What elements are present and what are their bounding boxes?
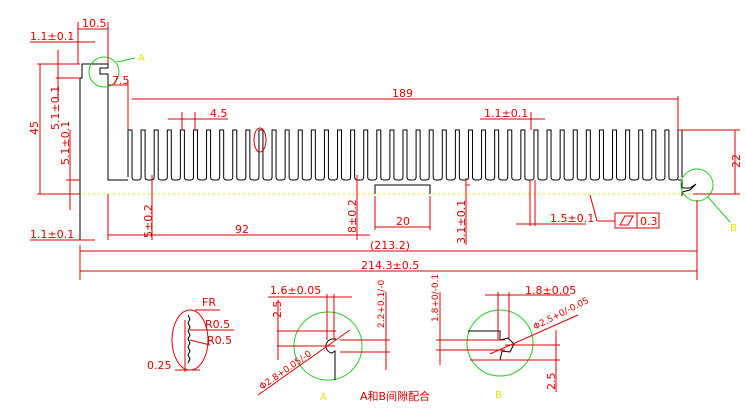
callout-a-label: A bbox=[138, 53, 145, 64]
dim-1-1-bottom: 1.1±0.1 bbox=[30, 228, 74, 241]
heatsink-profile bbox=[78, 63, 697, 240]
detail-b-label: B bbox=[495, 390, 502, 401]
fin-detail-ellipse bbox=[253, 127, 267, 153]
r05a-label: R0.5 bbox=[205, 318, 230, 331]
detail-b-circle bbox=[680, 168, 714, 202]
detail-a-label: A bbox=[320, 392, 327, 403]
dim-213-2: (213.2) bbox=[370, 239, 410, 252]
dim-20: 20 bbox=[396, 215, 410, 228]
dim-3-1: 3.1±0.1 bbox=[455, 200, 468, 244]
detail-a-width: 1.6±0.05 bbox=[270, 284, 321, 297]
dim-5-1-a: 5.1±0.1 bbox=[49, 86, 62, 130]
detail-b-width: 1.8±0.05 bbox=[525, 284, 576, 297]
dim-5-0-2: 5±0.2 bbox=[142, 204, 155, 238]
callout-b-label: B bbox=[730, 223, 737, 234]
detail-b-h25: 2.5 bbox=[545, 373, 558, 391]
fit-note: A和B间隙配合 bbox=[360, 389, 430, 403]
dim-22: 22 bbox=[730, 154, 743, 168]
detail-a-dia: Φ2.8+0.05/-0 bbox=[258, 349, 314, 392]
dim-5-1-b: 5.1±0.1 bbox=[59, 121, 72, 165]
flatness-value: 0.3 bbox=[640, 215, 658, 228]
dim-92: 92 bbox=[235, 223, 249, 236]
dim-45: 45 bbox=[28, 121, 41, 135]
base-slot bbox=[374, 184, 431, 194]
fr-label: FR bbox=[202, 296, 216, 309]
fin-radius-detail: FR R0.5 R0.5 0.25 bbox=[147, 296, 234, 372]
dim-1-1-top: 1.1±0.1 bbox=[30, 30, 74, 43]
detail-b: 1.8±0.05 1.8+0/-0.1 Φ2.5+0/-0.05 2.5 B bbox=[431, 274, 591, 401]
detail-a-h22: 2.2+0.1/-0 bbox=[377, 280, 387, 328]
dim-4-5: 4.5 bbox=[210, 107, 228, 120]
detail-a-circle bbox=[88, 56, 120, 88]
dim-1-5: 1.5±0.1 bbox=[550, 212, 594, 225]
r05b-label: R0.5 bbox=[207, 334, 232, 347]
dim-7-5: 7.5 bbox=[112, 74, 130, 87]
fins bbox=[127, 129, 683, 181]
dim-214-3: 214.3±0.5 bbox=[361, 259, 419, 272]
detail-b-dia: Φ2.5+0/-0.05 bbox=[532, 296, 591, 333]
detail-a-h25: 2.5 bbox=[271, 301, 284, 319]
detail-a: 1.6±0.05 2.5 2.2+0.1/-0 Φ2.8+0.05/-0 A A… bbox=[257, 280, 430, 403]
d025-label: 0.25 bbox=[147, 359, 172, 372]
dim-8-0-2: 8±0.2 bbox=[346, 199, 359, 233]
dim-1-1-fin: 1.1±0.1 bbox=[484, 107, 528, 120]
detail-b-h18: 1.8+0/-0.1 bbox=[431, 274, 441, 322]
fin-group bbox=[127, 129, 683, 181]
right-hook bbox=[678, 179, 697, 196]
dim-189: 189 bbox=[392, 87, 413, 100]
left-flange bbox=[79, 63, 128, 240]
dim-10-5: 10.5 bbox=[82, 17, 107, 30]
